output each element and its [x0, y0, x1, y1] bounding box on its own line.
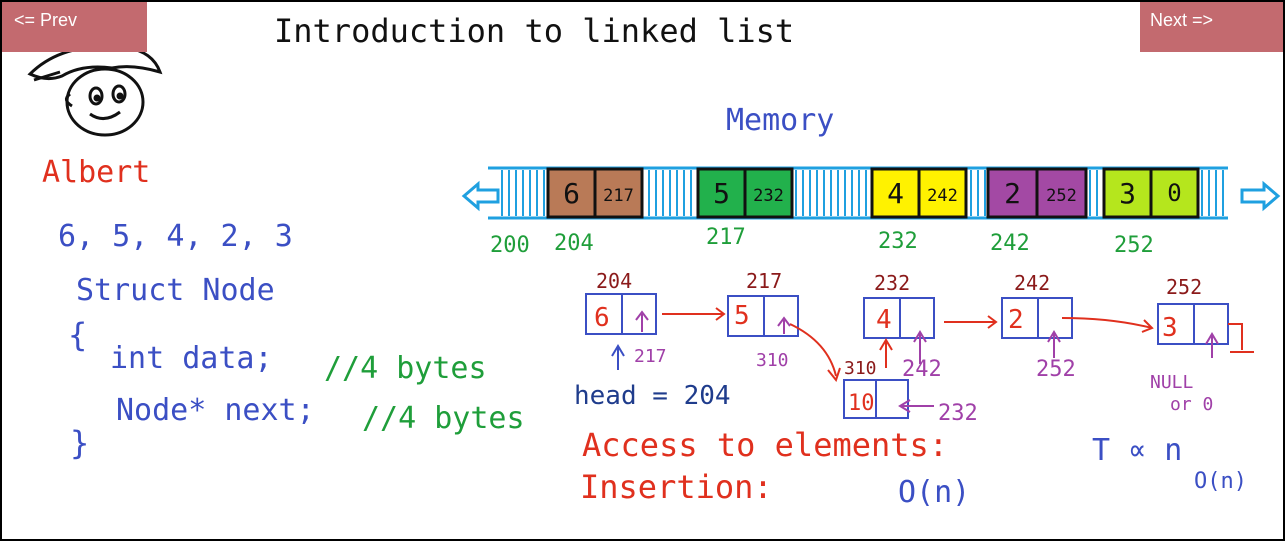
list-node	[585, 293, 657, 335]
next-label: 252	[1036, 357, 1076, 382]
memory-address-217: 217	[706, 225, 746, 250]
node-value: 6	[594, 303, 610, 333]
inserted-node-next: 232	[938, 401, 978, 426]
next-label: 310	[756, 350, 789, 371]
next-button[interactable]: Next =>	[1140, 2, 1283, 52]
insertion-label: Insertion:	[580, 468, 773, 506]
code-field-next: Node* next;	[116, 393, 315, 428]
memory-address-204: 204	[554, 231, 594, 256]
code-open-brace: {	[68, 316, 87, 354]
prev-button[interactable]: <= Prev	[2, 2, 147, 52]
value-sequence: 6, 5, 4, 2, 3	[58, 219, 293, 254]
code-field-next-comment: //4 bytes	[362, 401, 525, 436]
inserted-node	[843, 379, 909, 419]
memory-address-252: 252	[1114, 233, 1154, 258]
memory-block: 6 217	[546, 167, 644, 219]
null-or-label: or 0	[1170, 394, 1213, 415]
code-close-brace: }	[70, 424, 89, 462]
code-struct-line: Struct Node	[76, 273, 275, 308]
memory-block-next: 0	[1167, 179, 1181, 207]
memory-block-next: 232	[753, 186, 784, 206]
memory-block-data: 3	[1119, 177, 1136, 210]
memory-address-200: 200	[490, 233, 530, 258]
memory-address-232: 232	[878, 229, 918, 254]
node-address-252: 252	[1166, 275, 1202, 299]
access-relation: T ∝ n	[1092, 433, 1182, 468]
memory-right-arrow-icon	[1240, 180, 1281, 212]
node-value: 4	[876, 305, 892, 335]
code-field-data-comment: //4 bytes	[324, 351, 487, 386]
node-address-204: 204	[596, 269, 632, 293]
memory-address-242: 242	[990, 231, 1030, 256]
access-big-o: O(n)	[1194, 469, 1247, 494]
node-address-232: 232	[874, 271, 910, 295]
head-label: head = 204	[574, 381, 731, 411]
memory-block-data: 4	[887, 177, 904, 210]
inserted-node-address: 310	[844, 358, 877, 379]
insertion-big-o: O(n)	[898, 475, 970, 510]
page-title: Introduction to linked list	[274, 12, 794, 50]
null-label: NULL	[1150, 372, 1194, 393]
memory-block: 2 252	[986, 167, 1088, 219]
node-address-242: 242	[1014, 271, 1050, 295]
list-node	[727, 295, 799, 337]
memory-block: 4 242	[870, 167, 968, 219]
memory-left-arrow-icon	[461, 180, 500, 212]
character-name: Albert	[42, 155, 150, 190]
memory-block-next: 217	[603, 186, 634, 206]
memory-block-data: 2	[1004, 177, 1021, 210]
access-label: Access to elements:	[582, 426, 948, 464]
next-label: 242	[902, 357, 942, 382]
null-ground-icon	[1228, 323, 1254, 353]
memory-label: Memory	[726, 103, 834, 138]
memory-block: 5 232	[696, 167, 794, 219]
memory-block-data: 6	[563, 177, 580, 210]
node-value: 2	[1008, 305, 1024, 335]
albert-face-icon	[27, 44, 163, 137]
code-field-data: int data;	[110, 341, 273, 376]
memory-block-data: 5	[713, 177, 730, 210]
node-value: 3	[1162, 313, 1178, 343]
pointer-arrow	[1061, 317, 1153, 329]
node-address-217: 217	[746, 269, 782, 293]
next-label: 217	[634, 346, 667, 367]
memory-block-next: 242	[927, 186, 958, 206]
list-node	[863, 297, 935, 339]
node-value: 5	[734, 301, 750, 331]
pointer-arrow	[789, 323, 837, 377]
inserted-node-value: 10	[848, 391, 875, 416]
memory-block-next: 252	[1046, 186, 1077, 206]
